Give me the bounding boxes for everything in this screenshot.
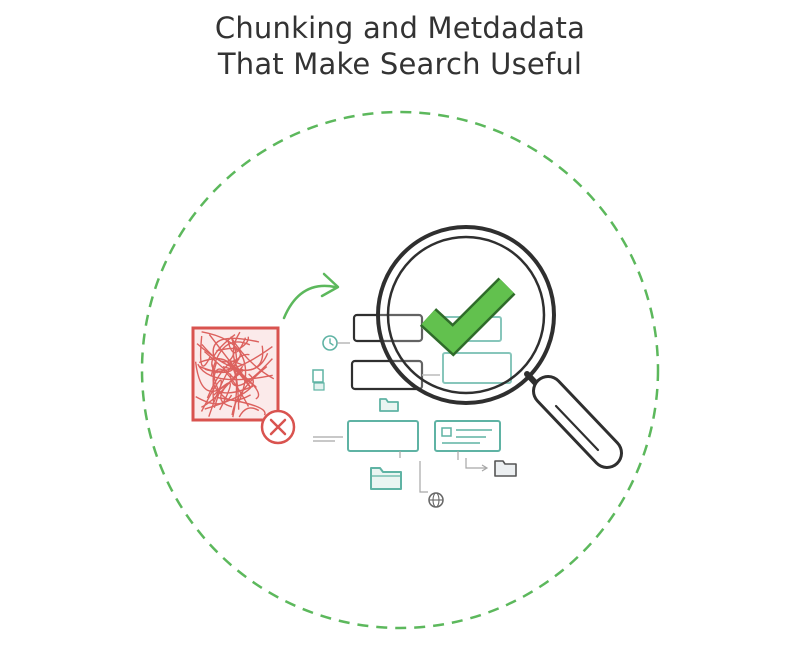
tangled-document-icon xyxy=(191,326,280,422)
folder-icon xyxy=(379,398,399,412)
tangle-stroke xyxy=(235,368,260,400)
document-icon xyxy=(312,369,325,391)
tangle-stroke xyxy=(198,357,238,418)
lines-icon xyxy=(313,436,343,442)
globe-icon xyxy=(419,461,444,508)
teal-card-bottom-right xyxy=(434,420,501,452)
tangle-stroke xyxy=(213,382,231,411)
diagram-title: Chunking and Metdadata That Make Search … xyxy=(0,10,800,82)
teal-card-middle xyxy=(442,352,512,384)
folder-icon-right xyxy=(465,458,517,477)
magnifying-glass-icon xyxy=(376,225,623,469)
teal-card-bottom-left xyxy=(347,420,419,452)
error-x-icon xyxy=(260,409,296,445)
tangle-stroke xyxy=(238,407,260,418)
tangle-stroke xyxy=(204,373,254,410)
clock-icon xyxy=(322,335,350,351)
tangle-stroke xyxy=(222,345,264,371)
tangle-stroke xyxy=(197,363,273,381)
tangle-stroke xyxy=(212,337,260,357)
tangle-stroke xyxy=(195,394,233,405)
title-line-1: Chunking and Metdadata xyxy=(214,11,586,45)
tangle-stroke xyxy=(220,370,244,408)
curved-arrow-icon xyxy=(282,272,340,320)
checkmark-icon xyxy=(419,277,516,357)
tangle-stroke xyxy=(201,343,235,363)
tangle-stroke xyxy=(210,341,251,377)
dashed-circle-boundary xyxy=(140,110,660,630)
title-line-2: That Make Search Useful xyxy=(217,47,583,81)
folder-icon-large xyxy=(370,467,402,490)
